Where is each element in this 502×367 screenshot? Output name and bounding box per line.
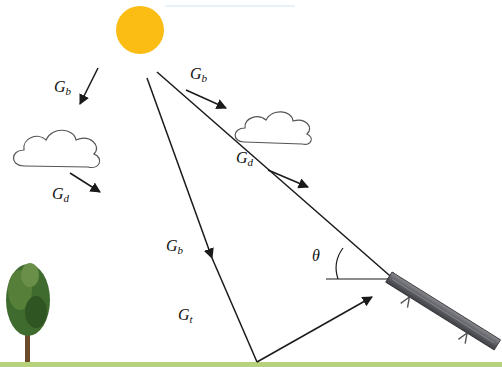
solar-panel	[380, 272, 500, 358]
horizontal-reference	[326, 278, 392, 279]
symbol-label: Gb	[54, 79, 71, 97]
diffuse-arrow	[70, 173, 100, 192]
tree	[6, 263, 50, 362]
beam-arrow	[80, 68, 98, 104]
beam-ray	[157, 72, 397, 282]
beam-arrow	[186, 90, 226, 108]
symbol-label: Gd	[52, 186, 69, 204]
angle-arc	[336, 248, 343, 279]
beam-ray	[212, 258, 257, 362]
beam-ray	[147, 78, 212, 258]
cloud	[235, 112, 311, 144]
symbol-label: Gd	[236, 150, 253, 168]
symbol-label: Gb	[166, 238, 183, 256]
cloud	[14, 130, 100, 167]
reflected-ray	[257, 297, 372, 362]
diffuse-arrow	[268, 170, 308, 187]
symbol-label: Gt	[178, 307, 193, 325]
symbol-label: Gb	[190, 66, 207, 84]
ground	[0, 362, 502, 367]
sun	[116, 6, 164, 54]
top-rule	[165, 6, 295, 7]
symbol-label: θ	[312, 248, 320, 264]
